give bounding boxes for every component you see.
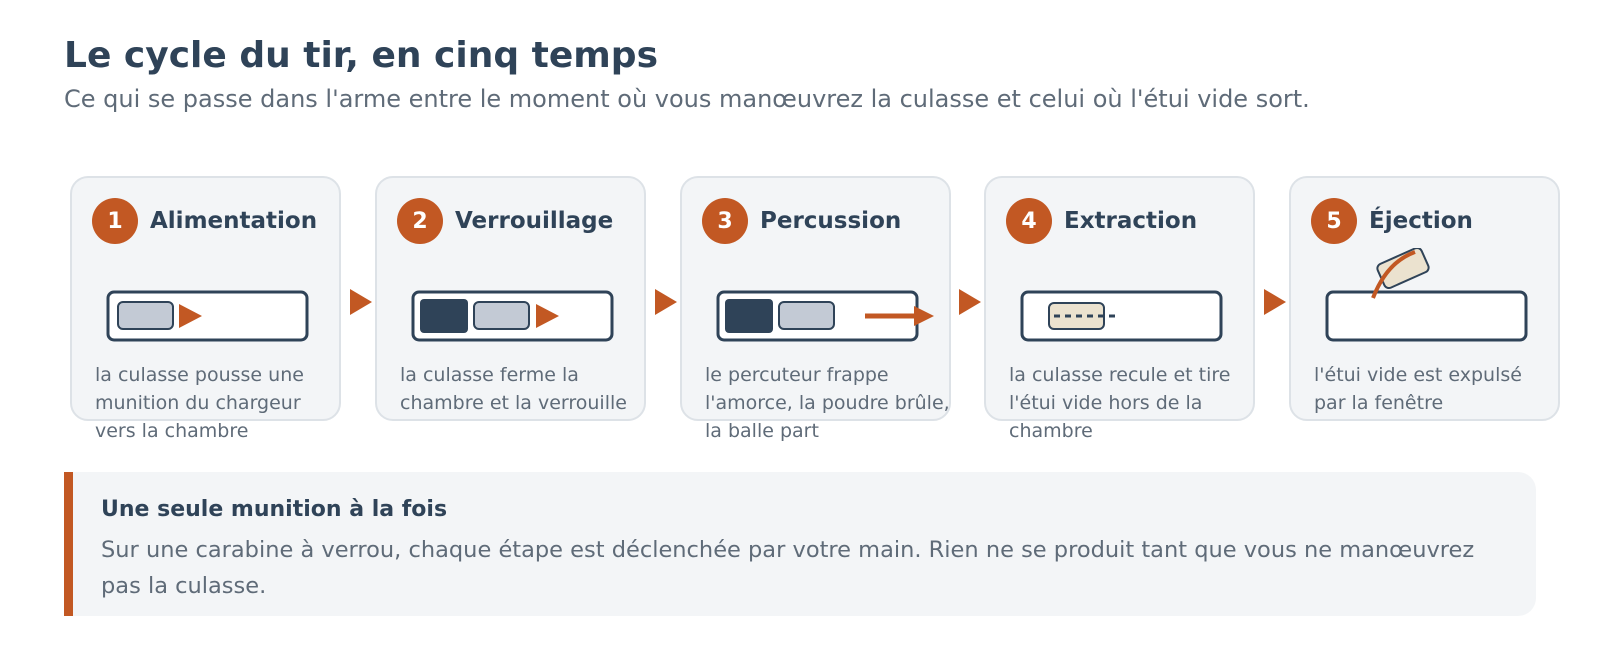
step-card-eject: 5 Éjection l'étui vide est expulsé par l…: [1289, 176, 1560, 421]
step-number-badge: 4: [1006, 198, 1052, 244]
step-description: la culasse ferme la chambre et la verrou…: [400, 364, 627, 414]
step-title: Alimentation: [150, 208, 318, 234]
feed-icon: [106, 290, 309, 342]
arrow-right-icon: [350, 289, 372, 315]
step-title: Percussion: [760, 208, 902, 234]
step-number-badge: 5: [1311, 198, 1357, 244]
callout-title: Une seule munition à la fois: [101, 497, 448, 522]
page-subtitle: Ce qui se passe dans l'arme entre le mom…: [64, 85, 1310, 113]
arrow-right-icon: [1264, 289, 1286, 315]
step-card-extract: 4 Extraction la culasse recule et tire l…: [984, 176, 1255, 442]
step-description: le percuteur frappe l'amorce, la poudre …: [705, 364, 950, 442]
step-number-badge: 3: [702, 198, 748, 244]
lock-icon: [411, 290, 614, 342]
step-card-lock: 2 Verrouillage la culasse ferme la chamb…: [375, 176, 646, 421]
step-description: la culasse recule et tire l'étui vide ho…: [1009, 364, 1231, 442]
step-number-badge: 2: [397, 198, 443, 244]
step-title: Extraction: [1064, 208, 1198, 234]
step-card-feed: 1 Alimentation la culasse pousse une mun…: [70, 176, 341, 442]
step-title: Verrouillage: [455, 208, 614, 234]
info-callout: Une seule munition à la fois Sur une car…: [64, 472, 1536, 616]
step-number-badge: 1: [92, 198, 138, 244]
arrow-right-icon: [959, 289, 981, 315]
step-title: Éjection: [1369, 208, 1473, 234]
fire-icon: [716, 290, 934, 342]
callout-text: Sur une carabine à verrou, chaque étape …: [101, 537, 1475, 599]
page-title: Le cycle du tir, en cinq temps: [64, 35, 658, 76]
step-description: la culasse pousse une munition du charge…: [95, 364, 304, 442]
eject-icon: [1325, 248, 1528, 342]
arrow-right-icon: [655, 289, 677, 315]
step-description: l'étui vide est expulsé par la fenêtre: [1314, 364, 1522, 414]
extract-icon: [1020, 290, 1223, 342]
step-card-fire: 3 Percussion le percuteur frappe l'amorc…: [680, 176, 951, 442]
